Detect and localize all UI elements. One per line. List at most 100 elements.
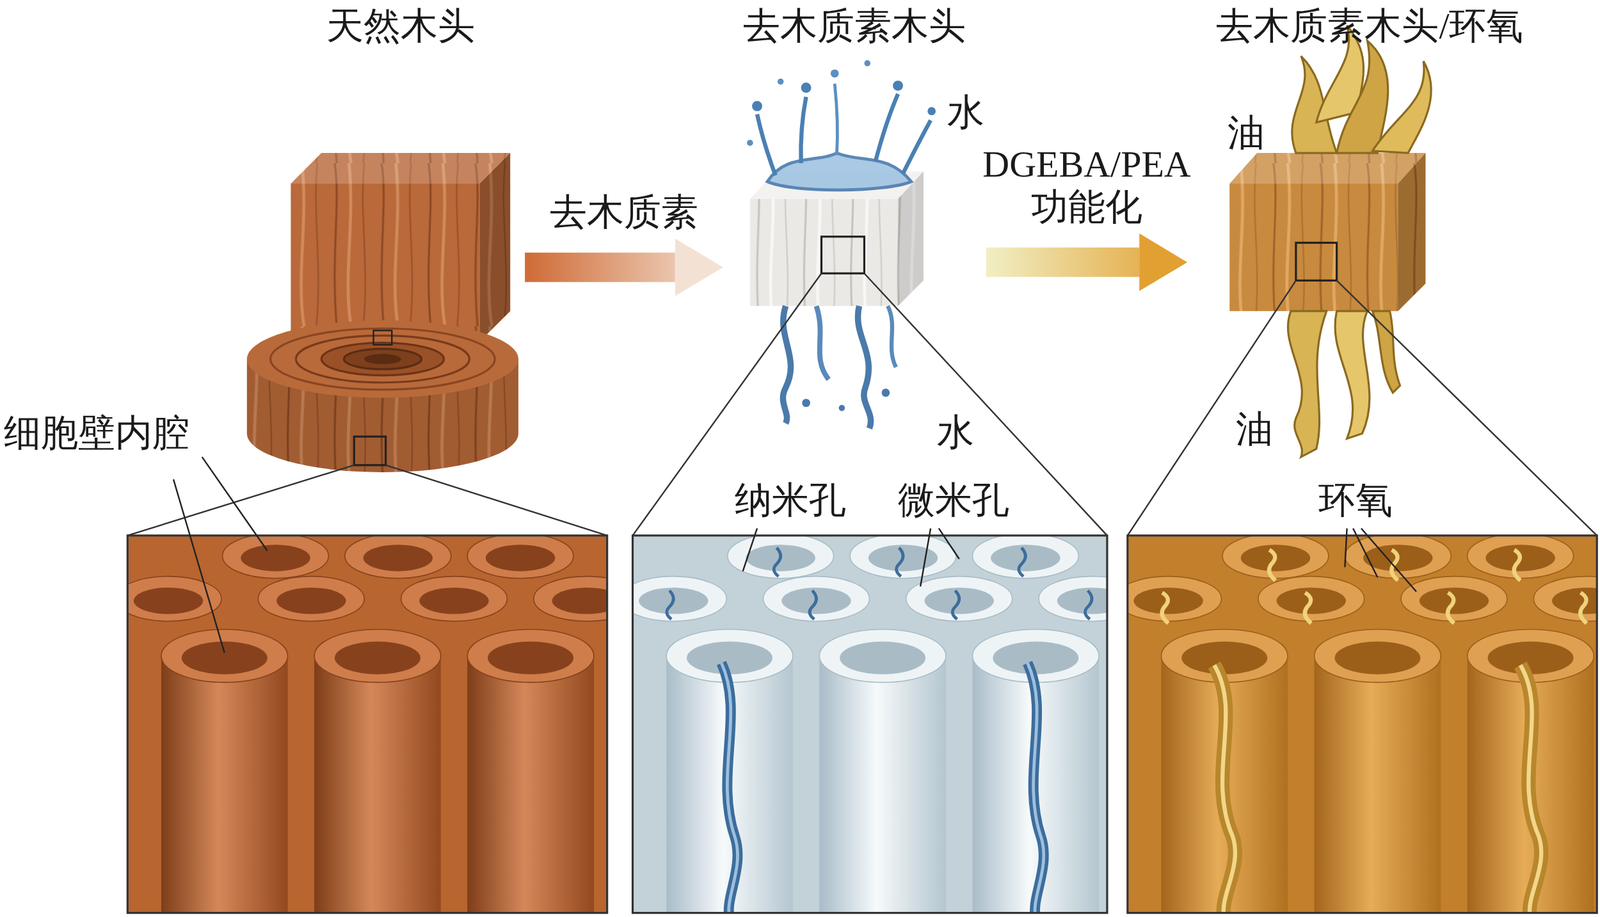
cell-panel [896,547,904,577]
delignified-cube [897,171,924,306]
arrow-label: 去木质素 [547,191,701,235]
leader-line [1361,528,1417,592]
leader-line [1352,528,1378,578]
composite-cube [1397,152,1426,312]
wood-cube [290,183,480,342]
oil-label: 油 [1227,112,1265,155]
cell-panel [666,656,793,914]
cell-panel [839,641,926,675]
cell-panel [1160,656,1288,914]
water-splash [777,78,784,86]
water-splash [834,83,838,156]
cell-panel [257,576,365,622]
part-label: 微米孔 [897,479,1010,523]
log [247,320,519,399]
cell-panel [127,535,607,914]
stage-heading: 去木质素木头/环氧 [1216,5,1524,48]
composite-stage: 去木质素木头/环氧 [1196,5,1543,317]
wood-cube [479,152,511,342]
water-splash [830,69,840,78]
wood-cube [479,152,511,342]
zoom-line [632,273,1108,536]
leader-line [920,528,931,587]
cell-panel [972,535,1079,579]
cell-panel [1214,664,1236,913]
cell-panel [906,576,1013,622]
water-splash [875,94,898,162]
cell-panel [809,590,816,620]
water-label: 水 [936,411,975,455]
part-label: 细胞壁内腔 [3,412,190,456]
cell-panel [240,544,310,571]
cell-panel [181,641,268,675]
wood-cube [290,152,511,184]
delignified-stage: 去木质素木头 [732,5,977,312]
cell-panel [276,587,346,614]
oil-stream [1287,311,1327,457]
cell-panel [1520,664,1542,913]
cell-panel [419,587,489,614]
cell-panel [467,656,594,914]
cell-panel [1314,629,1442,683]
cell-panel [222,535,329,579]
cell-panel [127,576,222,622]
cell-panel [819,656,946,914]
cell-panel [1027,663,1044,914]
cell-panel [127,535,607,914]
cell-panel [763,576,870,622]
zoom-line [864,273,1107,536]
cell-panel [314,629,441,683]
wood-cube [290,152,511,184]
cell-panel [1269,549,1276,581]
oil-splash [1372,61,1432,153]
composite-cube [1296,242,1337,281]
water-stream [881,388,891,397]
cell-panel [161,656,288,914]
water-splash [927,106,936,116]
log [270,328,496,390]
delignified-cube [821,236,864,274]
water-label: 水 [947,91,985,135]
cell-panel [972,656,1099,914]
composite-cube [1229,183,1398,312]
water-splash [767,152,912,191]
cell-panel [632,535,1108,914]
cell-panel [727,535,834,579]
water-splash [892,80,904,91]
delignified-cube [750,171,924,306]
cell-panel [1127,535,1597,914]
water-splash [746,60,936,191]
cell-panel [161,629,288,683]
arrow-label: DGEBA/PEA 功能化 [968,143,1205,229]
oil-stream [1287,311,1400,457]
cell-panel [533,576,608,622]
water-splash [903,120,931,174]
wood-cube [290,152,511,342]
water-splash [757,114,776,176]
oil-stream [1372,311,1400,393]
cell-panel [1018,547,1026,577]
water-splash [800,96,806,164]
leader-line [743,528,758,572]
part-label: 环氧 [1318,479,1393,523]
cell-panel [686,641,773,675]
water-stream [782,305,896,429]
cell-panel [992,641,1079,675]
leader-line [1344,528,1347,568]
zoom-line [1127,280,1296,536]
oil-label: 油 [1235,408,1273,452]
oil-stream [1335,311,1370,439]
cell-panel [1447,592,1455,624]
leader-line [173,479,225,653]
cell-panel [485,544,555,571]
cell-panel [552,587,608,614]
log [321,343,444,376]
log [373,330,393,345]
cell-panel [1214,664,1236,913]
water-stream [801,398,811,408]
composite-cube [1397,152,1426,312]
water-splash [746,139,754,146]
water-stream [782,305,791,424]
zoom-line [385,465,608,536]
